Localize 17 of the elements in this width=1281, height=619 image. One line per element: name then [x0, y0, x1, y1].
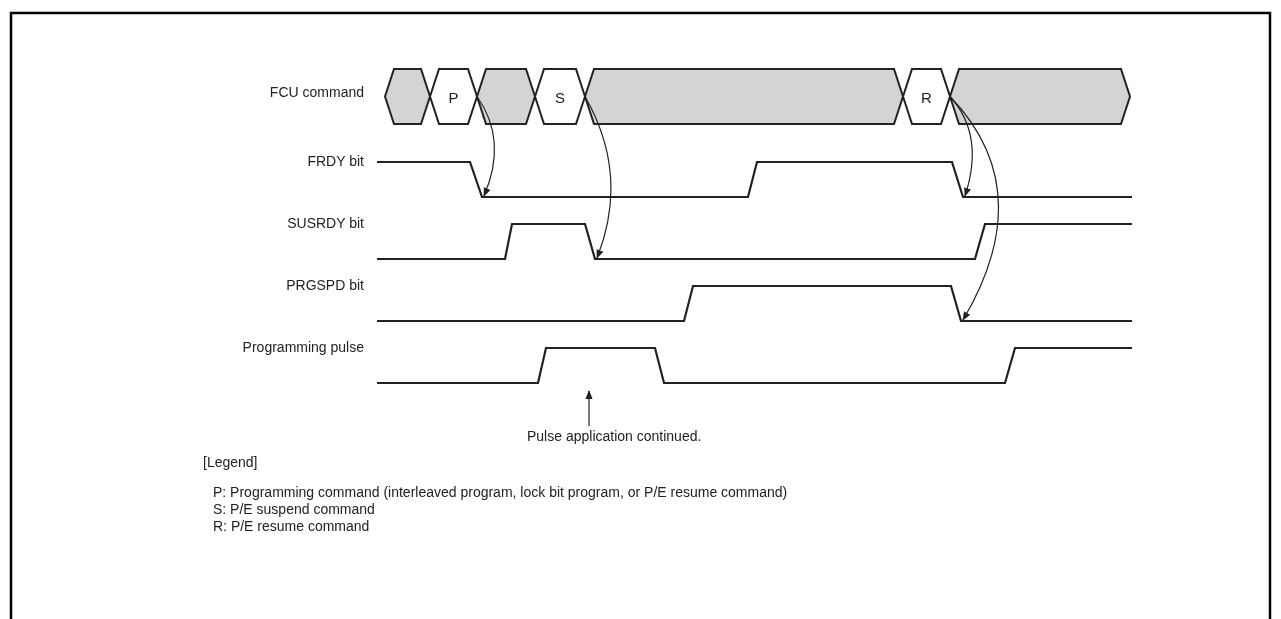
signal-name: Programming pulse: [242, 339, 364, 355]
signal-name: FCU command: [269, 84, 364, 100]
signal-name: PRGSPD bit: [286, 277, 364, 293]
signal-name: SUSRDY bit: [287, 215, 364, 231]
legend-heading: [Legend]: [203, 454, 258, 470]
arrow: [584, 95, 612, 259]
arrow: [476, 95, 496, 197]
legend-text: S: P/E suspend command: [213, 501, 375, 517]
legend-text: R: P/E resume command: [213, 518, 370, 534]
command-letter: P: [447, 88, 460, 105]
legend-text: P: Programming command (interleaved program, lock bit program, or P/E resume command): [213, 484, 788, 500]
command-letter: R: [920, 88, 933, 105]
command-letter: S: [554, 88, 566, 105]
leader-line: [585, 390, 593, 427]
signal-name: FRDY bit: [307, 153, 364, 169]
arrow: [949, 95, 999, 321]
annotation-text: Pulse application continued.: [527, 428, 702, 444]
